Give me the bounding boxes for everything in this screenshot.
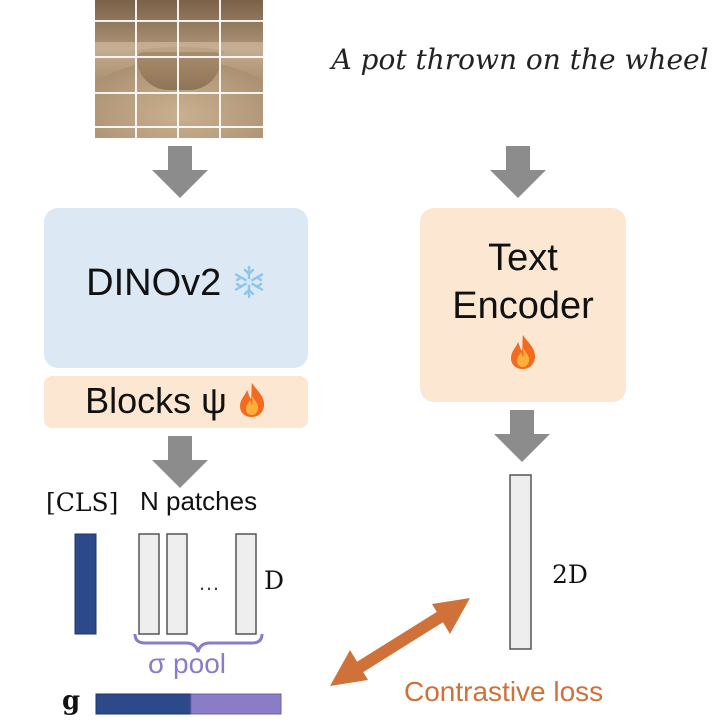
text-embedding-bar: [509, 474, 532, 650]
global-vector-cls-part: [95, 693, 192, 715]
cls-label: [CLS]: [46, 488, 119, 517]
text-encoder-label: Text Encoder: [420, 234, 626, 382]
text-encoder-line1: Text: [488, 237, 558, 279]
global-vector-pool-part: [190, 693, 282, 715]
input-image: [95, 0, 263, 138]
dinov2-box: [44, 208, 308, 368]
text-caption: A pot thrown on the wheel: [331, 43, 709, 76]
fire-icon: [239, 383, 264, 417]
patch-token-bar: [235, 533, 257, 635]
blocks-text: Blocks ψ: [85, 380, 227, 421]
dinov2-label: DINOv2: [44, 262, 308, 305]
text-dim-label: 2D: [552, 560, 588, 589]
arrow-image-to-dino: [152, 146, 208, 198]
snowflake-icon: [234, 265, 264, 299]
blocks-box: [44, 376, 308, 428]
patch-ellipsis: …: [198, 570, 220, 595]
contrastive-loss-label: Contrastive loss: [404, 676, 604, 707]
contrastive-arrow: [330, 598, 470, 686]
pool-label: σ pool: [148, 648, 226, 679]
arrow-caption-to-text-encoder: [490, 146, 546, 198]
text-encoder-box: [420, 208, 626, 402]
dinov2-text: DINOv2: [86, 262, 222, 304]
text-encoder-line2: Encoder: [452, 285, 594, 327]
global-vector-label: g: [62, 686, 81, 716]
fire-icon: [511, 335, 536, 369]
patch-token-bar: [138, 533, 160, 635]
arrow-text-encoder-to-embedding: [494, 410, 550, 462]
blocks-label: Blocks ψ: [44, 380, 308, 422]
patch-dim-label: D: [264, 566, 285, 595]
patches-label: N patches: [140, 486, 258, 516]
arrow-blocks-to-tokens: [152, 436, 208, 488]
pool-brace: [133, 633, 264, 653]
cls-token-bar: [74, 533, 97, 635]
patch-token-bar: [166, 533, 188, 635]
